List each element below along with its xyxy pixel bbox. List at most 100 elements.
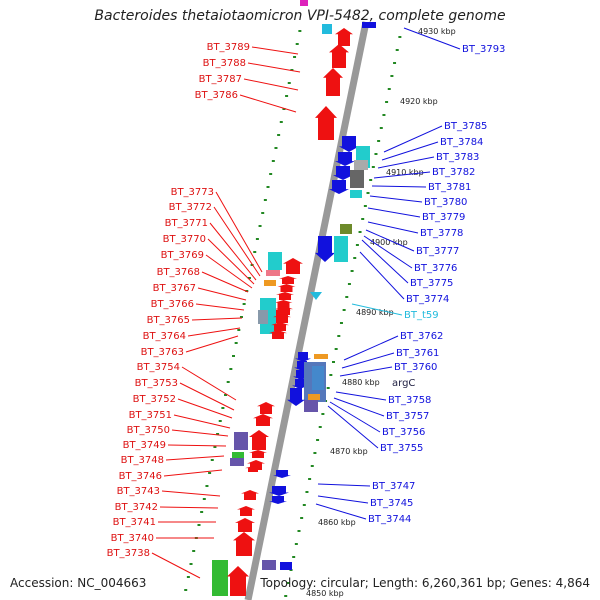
gene-label-reverse[interactable]: BT_3775 <box>410 278 453 289</box>
rna-label[interactable]: BT_t59 <box>404 310 439 321</box>
gene-label-forward[interactable]: BT_3789 <box>207 42 250 53</box>
gene-arrow-reverse <box>329 180 349 194</box>
gene-label-forward[interactable]: BT_3754 <box>137 362 180 373</box>
gene-label-reverse[interactable]: BT_3762 <box>400 331 443 342</box>
gene-label-reverse[interactable]: BT_3781 <box>428 182 471 193</box>
track-dot <box>382 114 386 116</box>
gene-label-reverse[interactable]: BT_3757 <box>386 411 429 422</box>
gene-label-forward[interactable]: BT_3748 <box>121 455 164 466</box>
gene-label-forward[interactable]: BT_3742 <box>115 502 158 513</box>
gene-label-reverse[interactable]: BT_3785 <box>444 121 487 132</box>
gene-arrow-forward <box>245 466 261 472</box>
gene-label-forward[interactable]: BT_3788 <box>203 58 246 69</box>
gene-label-forward[interactable]: BT_3769 <box>161 250 204 261</box>
gene-label-forward[interactable]: BT_3768 <box>157 267 200 278</box>
leader-line <box>367 221 419 234</box>
leader-line <box>187 327 241 337</box>
leader-line <box>343 335 399 361</box>
gene-label-forward[interactable]: BT_3741 <box>113 517 156 528</box>
gene-label-forward[interactable]: BT_3749 <box>123 440 166 451</box>
gene-block <box>230 458 244 466</box>
leader-line <box>185 335 239 353</box>
gene-label-reverse[interactable]: BT_3782 <box>432 167 475 178</box>
gene-label-forward[interactable]: BT_3753 <box>135 378 178 389</box>
gene-label-reverse[interactable]: BT_3761 <box>396 348 439 359</box>
leader-line <box>163 469 223 477</box>
gene-label-forward[interactable]: BT_3786 <box>195 90 238 101</box>
gene-label-forward[interactable]: BT_3752 <box>133 394 176 405</box>
gene-label-forward[interactable]: BT_3773 <box>171 187 214 198</box>
gene-label-forward[interactable]: BT_3772 <box>169 202 212 213</box>
scale-tick-label: 4910 kbp <box>386 168 424 177</box>
gene-label-reverse[interactable]: BT_3774 <box>406 294 449 305</box>
gene-label-forward[interactable]: BT_3746 <box>119 471 162 482</box>
gene-label-forward[interactable]: BT_3750 <box>127 425 170 436</box>
gene-block-reverse <box>280 562 292 570</box>
track-dot <box>186 576 190 578</box>
gene-label-forward[interactable]: BT_3751 <box>129 410 172 421</box>
gene-label-forward[interactable]: BT_3766 <box>151 299 194 310</box>
gene-label-reverse[interactable]: BT_3755 <box>380 443 423 454</box>
gene-label-reverse[interactable]: BT_3744 <box>368 514 411 525</box>
gene-label-forward[interactable]: BT_3738 <box>107 548 150 559</box>
track-dot <box>192 550 196 552</box>
gene-label-forward[interactable]: BT_3764 <box>143 331 186 342</box>
leader-line <box>165 455 225 461</box>
leader-line <box>213 206 261 277</box>
track-dot <box>284 595 288 597</box>
gene-label-reverse[interactable]: BT_3760 <box>394 362 437 373</box>
gene-label-forward[interactable]: BT_3767 <box>153 283 196 294</box>
track-dot <box>353 257 357 259</box>
gene-label-forward[interactable]: BT_3787 <box>199 74 242 85</box>
gene-label-reverse[interactable]: BT_3747 <box>372 481 415 492</box>
leader-line <box>173 414 231 429</box>
gene-block <box>350 170 364 188</box>
gene-label-layer: BT_3789BT_3788BT_3787BT_3786BT_3773BT_37… <box>107 42 506 559</box>
gene-label-reverse[interactable]: BT_3784 <box>440 137 483 148</box>
gene-label-reverse[interactable]: BT_3779 <box>422 212 465 223</box>
gene-arrow-forward <box>323 68 343 96</box>
leader-line <box>251 46 299 55</box>
leader-line <box>239 94 297 113</box>
scale-tick-label: 4920 kbp <box>400 97 438 106</box>
gene-arrow-forward <box>275 306 293 315</box>
track-dot <box>366 192 370 194</box>
gene-label-reverse[interactable]: BT_3756 <box>382 427 425 438</box>
gene-label-forward[interactable]: BT_3770 <box>163 234 206 245</box>
track-dot <box>377 140 381 142</box>
gene-arrow-forward <box>283 258 303 274</box>
leader-line <box>361 239 409 284</box>
gene-label-forward[interactable]: BT_3743 <box>117 486 160 497</box>
rna-block <box>322 24 332 34</box>
track-dot <box>374 153 378 155</box>
track-dot <box>242 303 246 305</box>
track-dot <box>208 472 212 474</box>
gene-label-forward[interactable]: BT_3740 <box>111 533 154 544</box>
gene-label-forward[interactable]: BT_3765 <box>147 315 190 326</box>
gene-arrow-forward <box>277 284 296 292</box>
gene-label-reverse[interactable]: BT_3758 <box>388 395 431 406</box>
gene-block <box>264 280 276 286</box>
leader-line <box>371 185 427 188</box>
track-dot <box>290 69 294 71</box>
gene-label-reverse[interactable]: BT_3776 <box>414 263 457 274</box>
gene-label-forward[interactable]: BT_3771 <box>165 218 208 229</box>
gene-label-forward[interactable]: BT_3763 <box>141 347 184 358</box>
gene-label-reverse[interactable]: BT_3778 <box>420 228 463 239</box>
track-dot <box>285 95 289 97</box>
gene-block <box>314 354 328 359</box>
gene-label-reverse[interactable]: BT_3793 <box>462 44 505 55</box>
track-dot <box>342 309 346 311</box>
gene-label-reverse[interactable]: argC <box>392 378 415 389</box>
leader-line <box>177 398 233 419</box>
gene-label-reverse[interactable]: BT_3783 <box>436 152 479 163</box>
track-dot <box>302 504 306 506</box>
gene-block <box>308 394 320 400</box>
track-dot <box>213 446 217 448</box>
gene-label-reverse[interactable]: BT_3745 <box>370 498 413 509</box>
gene-label-reverse[interactable]: BT_3780 <box>424 197 467 208</box>
leader-line <box>167 444 227 447</box>
leader-line <box>161 490 221 497</box>
gene-arrow-reverse <box>295 352 311 362</box>
gene-label-reverse[interactable]: BT_3777 <box>416 246 459 257</box>
